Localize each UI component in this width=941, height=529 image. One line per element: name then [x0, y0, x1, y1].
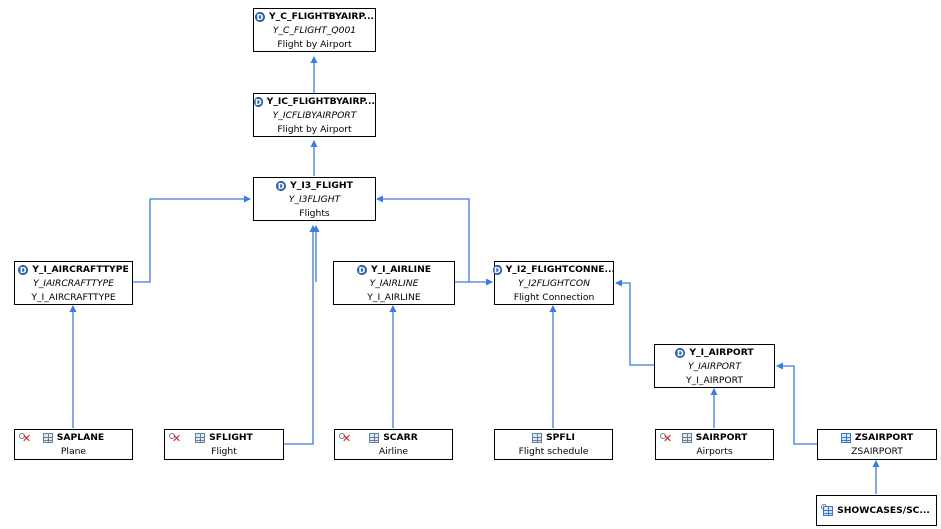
- table-icon: [532, 433, 543, 443]
- cds-view-icon: D: [675, 348, 686, 358]
- table-icon: [823, 506, 834, 516]
- table-icon: [195, 433, 206, 443]
- cds-view-icon: D: [356, 265, 367, 275]
- table-icon: [681, 433, 692, 443]
- edge-i2-to-i3: [376, 195, 470, 282]
- error-icon: ✕: [19, 433, 31, 445]
- cds-view-icon: D: [492, 265, 502, 275]
- edge-airport-to-i2: [615, 279, 654, 366]
- edge-sflight-to-i3: [284, 225, 317, 445]
- table-icon: [42, 433, 53, 443]
- cds-view-icon: D: [18, 265, 29, 275]
- node-saplane[interactable]: ✕ SAPLANE Plane: [14, 429, 133, 460]
- edge-zsairport-to-airport: [776, 362, 818, 445]
- node-sairport[interactable]: ✕ SAIRPORT Airports: [655, 429, 774, 460]
- edge-aircrafttype-to-i3: [133, 195, 251, 283]
- cds-view-icon: D: [253, 97, 263, 107]
- node-scarr[interactable]: ✕ SCARR Airline: [334, 429, 453, 460]
- cds-view-icon: D: [254, 12, 265, 22]
- error-icon: ✕: [339, 433, 351, 445]
- node-sflight[interactable]: ✕ SFLIGHT Flight: [164, 429, 284, 460]
- node-zsairport[interactable]: ZSAIRPORT ZSAIRPORT: [817, 429, 937, 460]
- table-icon: [369, 433, 380, 443]
- error-icon: ✕: [660, 433, 672, 445]
- node-spfli[interactable]: SPFLI Flight schedule: [494, 429, 613, 460]
- error-icon: ✕: [169, 433, 181, 445]
- database-view-icon: [840, 433, 851, 443]
- cds-view-icon: D: [276, 181, 287, 191]
- node-showcases[interactable]: ✕ SHOWCASES/SC...: [816, 495, 937, 526]
